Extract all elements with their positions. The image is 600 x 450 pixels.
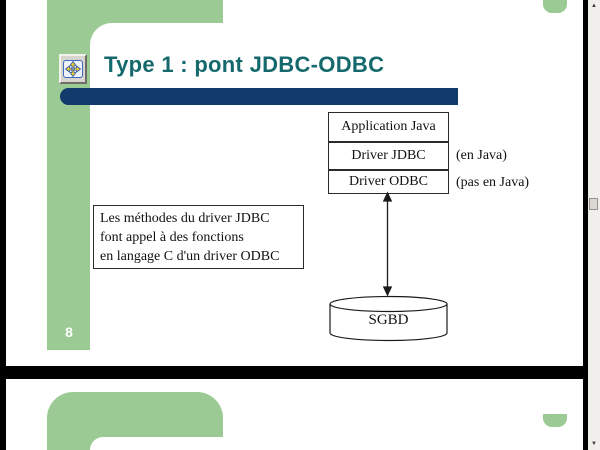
green-corner-tab [543, 414, 567, 427]
scroll-down-icon[interactable]: ▼ [591, 441, 597, 447]
double-arrow [382, 191, 393, 297]
title-underline-bar [60, 88, 458, 105]
slide-page: Type 1 : pont JDBC-ODBC Application Java… [6, 0, 583, 366]
connector-and-database-graphic [329, 191, 448, 342]
database-label: SGBD [368, 312, 409, 328]
note-line: Les méthodes du driver JDBC [100, 211, 270, 226]
scrollbar-thumb[interactable] [589, 198, 598, 210]
next-slide-page [6, 379, 583, 450]
diagram-box-driver-odbc: Driver ODBC [328, 170, 449, 194]
database-cylinder-body [329, 304, 448, 342]
move-arrows-icon [59, 54, 87, 84]
note-line: font appel à des fonctions [100, 230, 244, 245]
annotation-en-java: (en Java) [456, 148, 507, 163]
vertical-scrollbar[interactable]: ▲ ▼ [588, 0, 600, 450]
diagram-box-application-java: Application Java [328, 112, 449, 142]
scroll-up-icon[interactable]: ▲ [591, 3, 597, 9]
note-line: en langage C d'un driver ODBC [100, 249, 280, 264]
note-box: Les méthodes du driver JDBC font appel à… [93, 205, 304, 269]
diagram-box-driver-jdbc: Driver JDBC [328, 142, 449, 170]
green-corner-tab [543, 0, 567, 13]
page-number: 8 [65, 324, 73, 340]
slide-title: Type 1 : pont JDBC-ODBC [104, 52, 385, 77]
content-area [90, 437, 583, 450]
database-cylinder-top [329, 295, 448, 313]
annotation-pas-en-java: (pas en Java) [456, 175, 530, 190]
